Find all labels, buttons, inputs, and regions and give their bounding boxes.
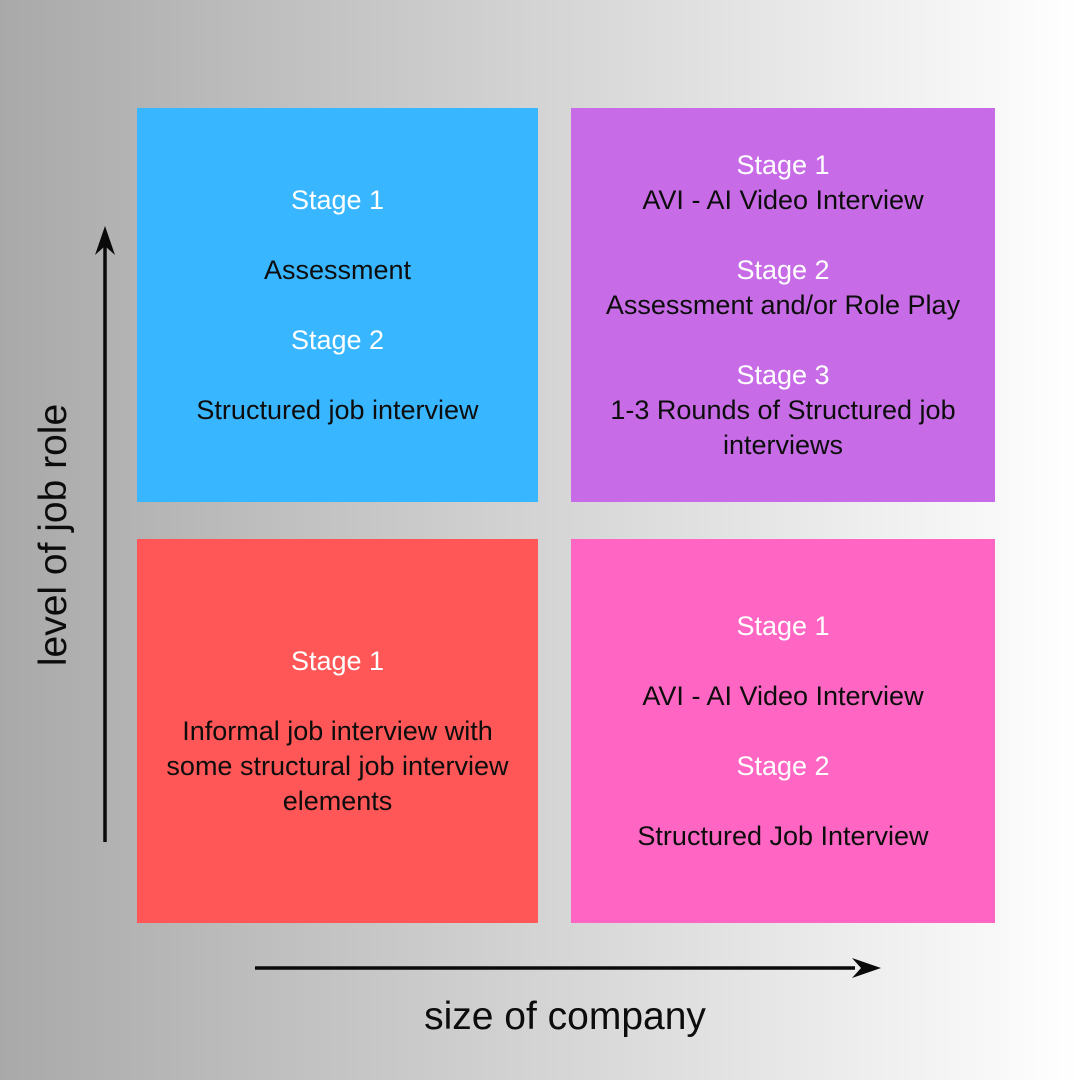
stage-description-block: Informal job interview with some structu…: [150, 714, 525, 819]
right-arrow-icon: [255, 958, 881, 978]
stage-description: Structured job interview: [196, 394, 479, 425]
stage-description: 1-3 Rounds of Structured job interviews: [610, 394, 956, 460]
stage-description-block: AVI - AI Video Interview: [642, 679, 923, 714]
stage-block: Stage 1: [291, 644, 384, 679]
stage-block: Stage 3 1-3 Rounds of Structured job int…: [583, 358, 983, 463]
stage-label: Stage 3: [736, 359, 830, 390]
stage-block: Stage 2 Assessment and/or Role Play: [606, 253, 960, 323]
stage-description: Structured Job Interview: [637, 820, 929, 851]
stage-description-block: Structured job interview: [196, 393, 478, 428]
stage-description-block: Assessment: [264, 253, 411, 288]
stage-block: Stage 2: [291, 323, 384, 358]
stage-description: Informal job interview with some structu…: [166, 715, 509, 816]
stage-label: Stage 2: [290, 324, 385, 355]
stage-block: Stage 2: [736, 749, 829, 784]
stage-label: Stage 1: [736, 610, 830, 641]
stage-block: Stage 1 AVI - AI Video Interview: [642, 148, 923, 218]
quadrant-top-right: Stage 1 AVI - AI Video Interview Stage 2…: [571, 108, 995, 502]
quadrant-bottom-right: Stage 1 AVI - AI Video Interview Stage 2…: [571, 539, 995, 923]
stage-description: Assessment and/or Role Play: [605, 289, 961, 320]
stage-label: Stage 2: [736, 750, 830, 781]
quadrant-top-left: Stage 1 Assessment Stage 2 Structured jo…: [137, 108, 538, 502]
stage-block: Stage 1: [291, 183, 384, 218]
stage-block: Stage 1: [736, 609, 829, 644]
stage-label: Stage 1: [736, 149, 830, 180]
stage-label: Stage 2: [736, 254, 830, 285]
stage-label: Stage 1: [290, 184, 385, 215]
quadrant-bottom-left: Stage 1 Informal job interview with some…: [137, 539, 538, 923]
up-arrow-icon: [95, 226, 115, 842]
stage-label: Stage 1: [290, 645, 385, 676]
stage-description-block: Structured Job Interview: [637, 819, 928, 854]
y-axis-label: level of job role: [32, 403, 75, 667]
x-axis-label: size of company: [424, 995, 706, 1038]
stage-description: Assessment: [263, 254, 412, 285]
stage-description: AVI - AI Video Interview: [642, 184, 924, 215]
stage-description: AVI - AI Video Interview: [642, 680, 924, 711]
